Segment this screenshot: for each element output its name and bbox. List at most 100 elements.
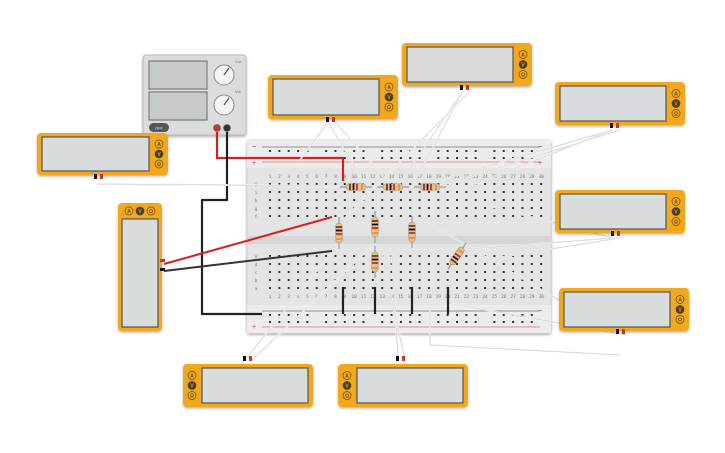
terminal-hole[interactable] bbox=[325, 279, 328, 281]
terminal-hole[interactable] bbox=[512, 215, 515, 217]
terminal-hole[interactable] bbox=[269, 191, 271, 193]
rail-hole[interactable] bbox=[502, 314, 505, 316]
terminal-hole[interactable] bbox=[306, 183, 309, 185]
terminal-hole[interactable] bbox=[278, 199, 281, 201]
terminal-hole[interactable] bbox=[362, 191, 365, 193]
meter-red-lead[interactable] bbox=[163, 216, 333, 265]
terminal-hole[interactable] bbox=[409, 263, 412, 265]
terminal-hole[interactable] bbox=[334, 191, 337, 193]
rail-hole[interactable] bbox=[465, 321, 468, 323]
terminal-hole[interactable] bbox=[371, 271, 374, 273]
terminal-hole[interactable] bbox=[530, 215, 533, 217]
terminal-hole[interactable] bbox=[437, 191, 440, 193]
terminal-hole[interactable] bbox=[521, 183, 524, 185]
rail-hole[interactable] bbox=[456, 150, 458, 152]
terminal-hole[interactable] bbox=[409, 191, 412, 193]
terminal-hole[interactable] bbox=[269, 287, 271, 289]
multimeter[interactable]: AVΩ bbox=[183, 356, 313, 407]
rail-hole[interactable] bbox=[269, 314, 271, 316]
terminal-hole[interactable] bbox=[456, 287, 458, 289]
terminal-hole[interactable] bbox=[540, 271, 543, 273]
resistor[interactable] bbox=[340, 183, 372, 191]
rail-hole[interactable] bbox=[353, 321, 356, 323]
terminal-hole[interactable] bbox=[446, 199, 449, 201]
terminal-hole[interactable] bbox=[418, 191, 421, 193]
terminal-hole[interactable] bbox=[540, 183, 543, 185]
rail-hole[interactable] bbox=[381, 321, 384, 323]
terminal-hole[interactable] bbox=[456, 207, 458, 209]
terminal-hole[interactable] bbox=[502, 191, 505, 193]
terminal-hole[interactable] bbox=[456, 263, 458, 265]
terminal-hole[interactable] bbox=[334, 207, 337, 209]
terminal-hole[interactable] bbox=[446, 207, 449, 209]
terminal-hole[interactable] bbox=[334, 183, 337, 185]
terminal-hole[interactable] bbox=[381, 287, 384, 289]
terminal-hole[interactable] bbox=[521, 215, 524, 217]
terminal-hole[interactable] bbox=[390, 263, 393, 265]
terminal-hole[interactable] bbox=[418, 255, 421, 257]
red-probe[interactable] bbox=[332, 117, 335, 122]
multimeter[interactable]: AVΩ bbox=[268, 75, 398, 122]
terminal-hole[interactable] bbox=[353, 271, 356, 273]
terminal-hole[interactable] bbox=[530, 271, 533, 273]
terminal-hole[interactable] bbox=[427, 199, 430, 201]
terminal-hole[interactable] bbox=[315, 199, 318, 201]
rail-hole[interactable] bbox=[502, 321, 505, 323]
terminal-hole[interactable] bbox=[371, 207, 374, 209]
mode-button-amps[interactable] bbox=[518, 50, 528, 59]
terminal-hole[interactable] bbox=[287, 287, 290, 289]
terminal-hole[interactable] bbox=[484, 215, 487, 217]
multimeter[interactable]: AVΩ bbox=[559, 288, 689, 334]
terminal-hole[interactable] bbox=[371, 215, 374, 217]
terminal-hole[interactable] bbox=[540, 279, 543, 281]
terminal-hole[interactable] bbox=[315, 255, 318, 257]
terminal-hole[interactable] bbox=[362, 271, 365, 273]
terminal-hole[interactable] bbox=[530, 279, 533, 281]
rail-hole[interactable] bbox=[297, 321, 300, 323]
terminal-hole[interactable] bbox=[343, 255, 346, 257]
mode-button-amps[interactable] bbox=[154, 139, 164, 149]
jumper-wires[interactable] bbox=[163, 216, 450, 314]
terminal-hole[interactable] bbox=[502, 263, 505, 265]
rail-hole[interactable] bbox=[362, 321, 365, 323]
rail-hole[interactable] bbox=[297, 150, 300, 152]
terminal-hole[interactable] bbox=[530, 287, 533, 289]
mode-button-amps[interactable] bbox=[187, 371, 197, 380]
probe-wires[interactable] bbox=[96, 90, 627, 361]
terminal-hole[interactable] bbox=[418, 199, 421, 201]
mode-button-volts[interactable] bbox=[342, 381, 352, 390]
terminal-hole[interactable] bbox=[278, 271, 281, 273]
terminal-hole[interactable] bbox=[521, 271, 524, 273]
rail-hole[interactable] bbox=[446, 157, 449, 159]
rail-hole[interactable] bbox=[456, 314, 458, 316]
rail-hole[interactable] bbox=[418, 157, 421, 159]
rail-hole[interactable] bbox=[418, 150, 421, 152]
power-supply[interactable]: Cur Vol OFF bbox=[142, 54, 247, 136]
terminal-hole[interactable] bbox=[409, 255, 412, 257]
terminal-hole[interactable] bbox=[512, 279, 515, 281]
terminal-hole[interactable] bbox=[418, 279, 421, 281]
rail-hole[interactable] bbox=[521, 321, 524, 323]
terminal-hole[interactable] bbox=[334, 215, 337, 217]
terminal-hole[interactable] bbox=[297, 191, 300, 193]
terminal-hole[interactable] bbox=[484, 279, 487, 281]
terminal-hole[interactable] bbox=[399, 207, 402, 209]
terminal-hole[interactable] bbox=[334, 255, 337, 257]
resistor[interactable] bbox=[377, 183, 409, 191]
terminal-hole[interactable] bbox=[269, 255, 271, 257]
terminal-hole[interactable] bbox=[418, 263, 421, 265]
rail-hole[interactable] bbox=[278, 314, 281, 316]
rail-hole[interactable] bbox=[381, 314, 384, 316]
terminal-hole[interactable] bbox=[418, 271, 421, 273]
rail-hole[interactable] bbox=[530, 150, 533, 152]
terminal-hole[interactable] bbox=[493, 199, 496, 201]
rail-hole[interactable] bbox=[287, 314, 290, 316]
terminal-hole[interactable] bbox=[437, 271, 440, 273]
terminal-hole[interactable] bbox=[446, 191, 449, 193]
terminal-hole[interactable] bbox=[325, 255, 328, 257]
terminal-hole[interactable] bbox=[521, 255, 524, 257]
resistors[interactable] bbox=[335, 183, 469, 278]
terminal-hole[interactable] bbox=[287, 215, 290, 217]
terminal-hole[interactable] bbox=[381, 207, 384, 209]
terminal-hole[interactable] bbox=[278, 215, 281, 217]
